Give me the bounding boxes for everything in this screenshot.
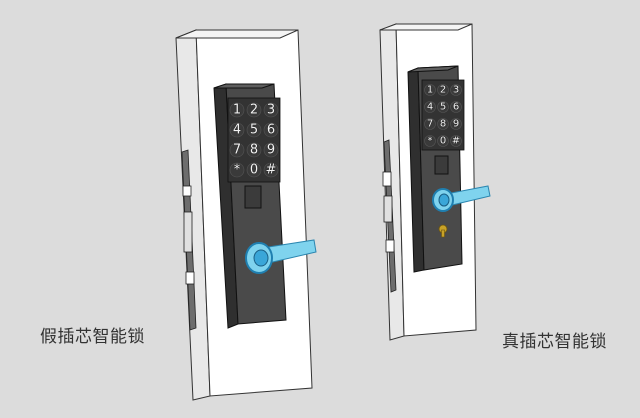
left-latch-1: [182, 185, 192, 197]
left-keypad-key-bg: [246, 142, 262, 158]
left-keypad-key-bg: [229, 102, 245, 118]
left-keypad-key-label: 7: [233, 143, 241, 158]
right-keypad-key-label: *: [428, 136, 433, 147]
left-keypad-key-label: 1: [233, 103, 241, 118]
label-fake-mortise-lock: 假插芯智能锁: [40, 327, 145, 347]
right-latch-2: [383, 195, 393, 223]
keyhole-icon: [438, 224, 448, 238]
right-keypad-key-label: 1: [427, 85, 433, 96]
right-keypad-key-label: 0: [440, 136, 446, 147]
left-keypad-key-label: 9: [267, 143, 275, 158]
left-latch-2: [183, 211, 193, 253]
left-keypad-key-bg: [229, 162, 245, 178]
left-latch-3: [185, 271, 195, 285]
left-keypad-key-bg: [229, 122, 245, 138]
left-keypad-key-label: #: [266, 163, 277, 178]
left-keypad-key-bg: [246, 102, 262, 118]
right-lock-top: [407, 65, 459, 73]
right-keypad-key-bg: [424, 118, 436, 130]
right-keypad-key-label: 6: [453, 102, 459, 113]
right-latch-1: [382, 171, 392, 187]
left-keypad-key-label: 4: [233, 123, 241, 138]
left-door-top: [175, 29, 299, 39]
right-keypad-key-bg: [437, 101, 449, 113]
right-keypad-key-bg: [437, 118, 449, 130]
left-lock-top: [213, 83, 275, 89]
right-keypad-key-label: 8: [440, 119, 446, 130]
left-keypad-key-label: 0: [250, 163, 258, 178]
left-keypad-key-label: 5: [250, 123, 258, 138]
right-keypad-key-label: #: [452, 136, 460, 147]
right-keypad-key-bg: [450, 84, 462, 96]
left-keypad-key-bg: [246, 122, 262, 138]
right-keypad-key-label: 4: [427, 102, 433, 113]
right-keypad-key-label: 3: [453, 85, 459, 96]
right-keypad-key-bg: [424, 135, 436, 147]
left-keypad-key-label: *: [234, 163, 241, 178]
right-keypad-key-label: 9: [453, 119, 459, 130]
right-keypad-key-bg: [450, 135, 462, 147]
left-keypad-key-bg: [263, 162, 279, 178]
left-keypad-key-label: 8: [250, 143, 258, 158]
right-keypad-key-bg: [437, 135, 449, 147]
right-keypad-key-bg: [437, 84, 449, 96]
right-keypad-key-label: 7: [427, 119, 433, 130]
left-keypad-key-label: 2: [250, 103, 258, 118]
left-fingerprint-sensor: [244, 185, 262, 209]
left-keypad-key-bg: [263, 122, 279, 138]
right-keypad-key-bg: [450, 101, 462, 113]
right-fingerprint-sensor: [434, 155, 449, 175]
left-keypad-key-bg: [263, 142, 279, 158]
left-keypad-key-label: 6: [267, 123, 275, 138]
right-handle-hub: [438, 193, 450, 207]
right-keypad-key-label: 2: [440, 85, 446, 96]
left-keypad-key-bg: [263, 102, 279, 118]
left-keypad-key-bg: [246, 162, 262, 178]
label-real-mortise-lock: 真插芯智能锁: [502, 332, 607, 352]
left-keypad-key-bg: [229, 142, 245, 158]
left-keypad-key-label: 3: [267, 103, 275, 118]
right-keypad-key-label: 5: [440, 102, 446, 113]
right-handle: [432, 185, 491, 212]
right-keypad-key-bg: [424, 101, 436, 113]
right-latch-3: [385, 239, 395, 253]
left-handle: [245, 239, 317, 274]
right-door-top: [379, 23, 473, 31]
right-keypad-key-bg: [450, 118, 462, 130]
right-keypad-key-bg: [424, 84, 436, 96]
left-handle-hub: [253, 249, 269, 267]
